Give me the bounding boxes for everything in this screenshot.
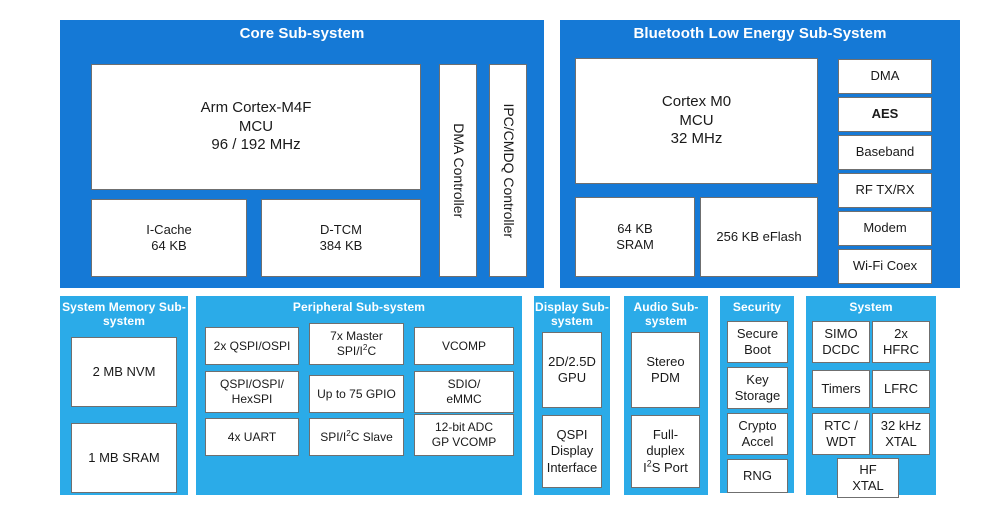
cell-key-storage: Key Storage — [727, 367, 788, 409]
spi-i2c-slave-label: SPI/I2C Slave — [320, 428, 393, 444]
cell-timers: Timers — [812, 370, 870, 408]
cell-rng: RNG — [727, 459, 788, 493]
cell-crypto-accel: Crypto Accel — [727, 413, 788, 455]
block-title-ble: Bluetooth Low Energy Sub-System — [633, 25, 887, 42]
spi-i2c-label: SPI/I2C — [336, 343, 377, 358]
cell-hfrc-2x: 2x HFRC — [872, 321, 930, 363]
cell-i-cache: I-Cache 64 KB — [91, 199, 247, 277]
cell-qspi-ospi-2x: 2x QSPI/OSPI — [205, 327, 299, 365]
cell-adc-gp-vcomp: 12-bit ADC GP VCOMP — [414, 414, 514, 456]
cell-qspi-display-interface: QSPI Display Interface — [542, 415, 602, 488]
cell-cortex-m0: Cortex M0 MCU 32 MHz — [575, 58, 818, 184]
cell-uart-4x: 4x UART — [205, 418, 299, 456]
cell-vcomp: VCOMP — [414, 327, 514, 365]
cell-d-tcm: D-TCM 384 KB — [261, 199, 421, 277]
cell-arm-cortex-m4f: Arm Cortex-M4F MCU 96 / 192 MHz — [91, 64, 421, 190]
cell-spi-i2c-7x-master: 7x Master SPI/I2C — [309, 323, 404, 365]
cell-lfrc: LFRC — [872, 370, 930, 408]
block-title-system-memory: System Memory Sub-system — [62, 300, 186, 328]
cell-sram: 1 MB SRAM — [71, 423, 177, 493]
cell-ble-dma: DMA — [838, 59, 932, 94]
block-title-security: Security — [732, 300, 782, 314]
cell-ble-eflash: 256 KB eFlash — [700, 197, 818, 277]
cell-simo-dcdc: SIMO DCDC — [812, 321, 870, 363]
cell-rtc-wdt: RTC / WDT — [812, 413, 870, 455]
cell-ble-rf-tx-rx: RF TX/RX — [838, 173, 932, 208]
cell-gpu: 2D/2.5D GPU — [542, 332, 602, 408]
cell-spi-i2c-slave: SPI/I2C Slave — [309, 418, 404, 456]
cell-ipc-cmdq-controller: IPC/CMDQ Controller — [489, 64, 527, 277]
block-title-system: System — [849, 300, 893, 314]
cell-dma-controller: DMA Controller — [439, 64, 477, 277]
cell-nvm: 2 MB NVM — [71, 337, 177, 407]
cell-xtal-32khz: 32 kHz XTAL — [872, 413, 930, 455]
i2s-label: I2S Port — [643, 458, 688, 475]
cell-ble-wifi-coex: Wi-Fi Coex — [838, 249, 932, 284]
cell-hf-xtal: HF XTAL — [837, 458, 899, 498]
cell-i2s-port: Full-duplex I2S Port — [631, 415, 700, 488]
cell-sdio-emmc: SDIO/ eMMC — [414, 371, 514, 413]
block-title-peripheral: Peripheral Sub-system — [292, 300, 426, 314]
cell-qspi-ospi-hexspi: QSPI/OSPI/ HexSPI — [205, 371, 299, 413]
cell-ble-baseband: Baseband — [838, 135, 932, 170]
cell-ble-aes: AES — [838, 97, 932, 132]
block-title-display: Display Sub-system — [535, 300, 609, 328]
block-title-audio: Audio Sub-system — [633, 300, 699, 328]
cell-ble-sram: 64 KB SRAM — [575, 197, 695, 277]
block-title-core: Core Sub-system — [239, 25, 365, 42]
cell-secure-boot: Secure Boot — [727, 321, 788, 363]
cell-ble-modem: Modem — [838, 211, 932, 246]
cell-gpio: Up to 75 GPIO — [309, 375, 404, 413]
cell-stereo-pdm: Stereo PDM — [631, 332, 700, 408]
